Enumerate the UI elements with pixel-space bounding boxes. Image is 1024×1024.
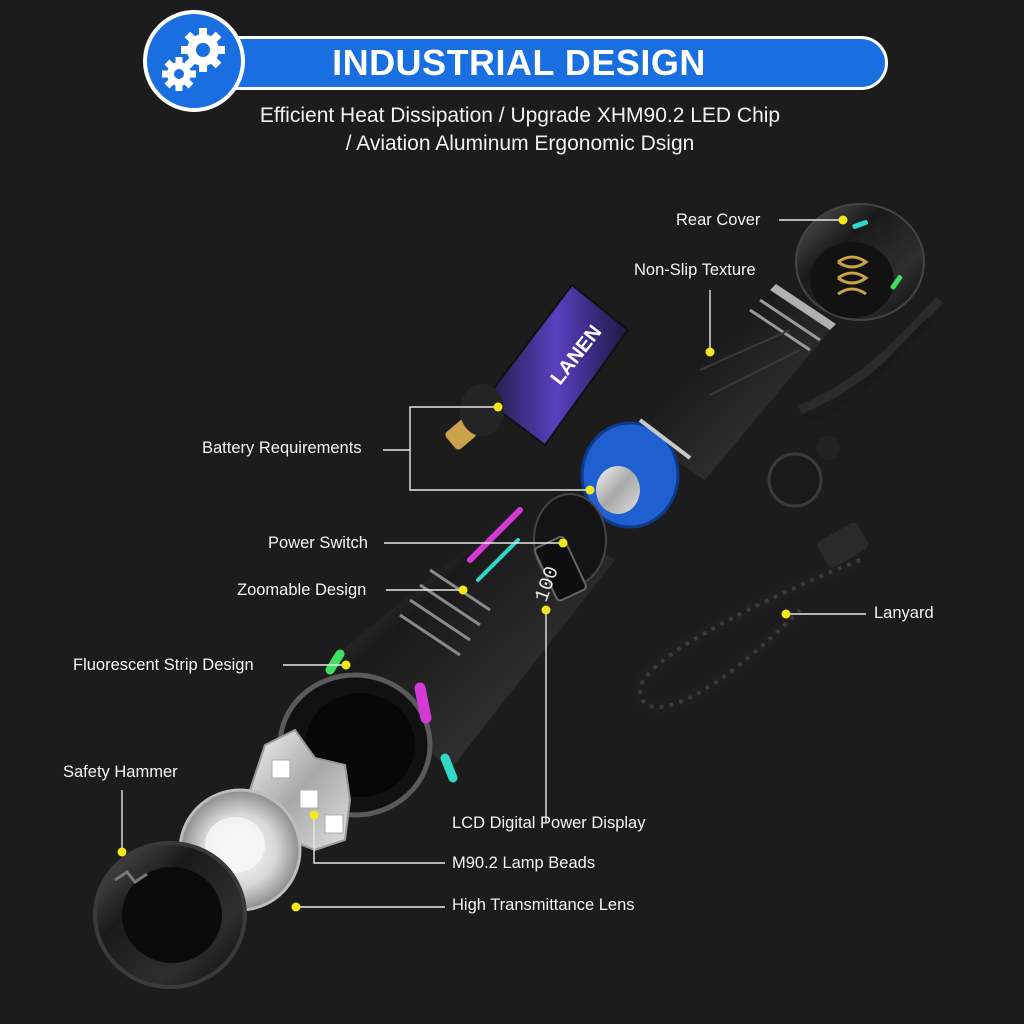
callout-zoomable-design: Zoomable Design (237, 581, 367, 599)
callout-dots (117, 215, 848, 912)
subtitle-line-2: / Aviation Aluminum Ergonomic Dsign (345, 132, 695, 155)
callout-rear-cover: Rear Cover (676, 211, 761, 229)
lanyard-part (632, 296, 944, 714)
battery-part: LANEN (445, 283, 630, 450)
callout-lamp-beads: M90.2 Lamp Beads (452, 854, 596, 872)
bezel-part (93, 841, 247, 989)
callout-lcd-display: LCD Digital Power Display (452, 814, 646, 832)
page-title: INDUSTRIAL DESIGN (332, 42, 706, 83)
callout-fluorescent-strip: Fluorescent Strip Design (73, 656, 254, 674)
rear-cover-part (795, 203, 925, 321)
callout-battery-requirements: Battery Requirements (202, 439, 362, 457)
gears-icon (143, 10, 245, 112)
callout-leader-lines (121, 219, 866, 908)
callout-non-slip-texture: Non-Slip Texture (634, 261, 756, 279)
subtitle-line-1: Efficient Heat Dissipation / Upgrade XHM… (259, 104, 781, 127)
callout-lanyard: Lanyard (874, 604, 934, 622)
body-tube-part (580, 284, 836, 529)
title-banner: INDUSTRIAL DESIGN (150, 36, 888, 90)
callout-power-switch: Power Switch (268, 534, 368, 552)
callout-lens: High Transmittance Lens (452, 896, 635, 914)
callout-safety-hammer: Safety Hammer (63, 763, 178, 781)
